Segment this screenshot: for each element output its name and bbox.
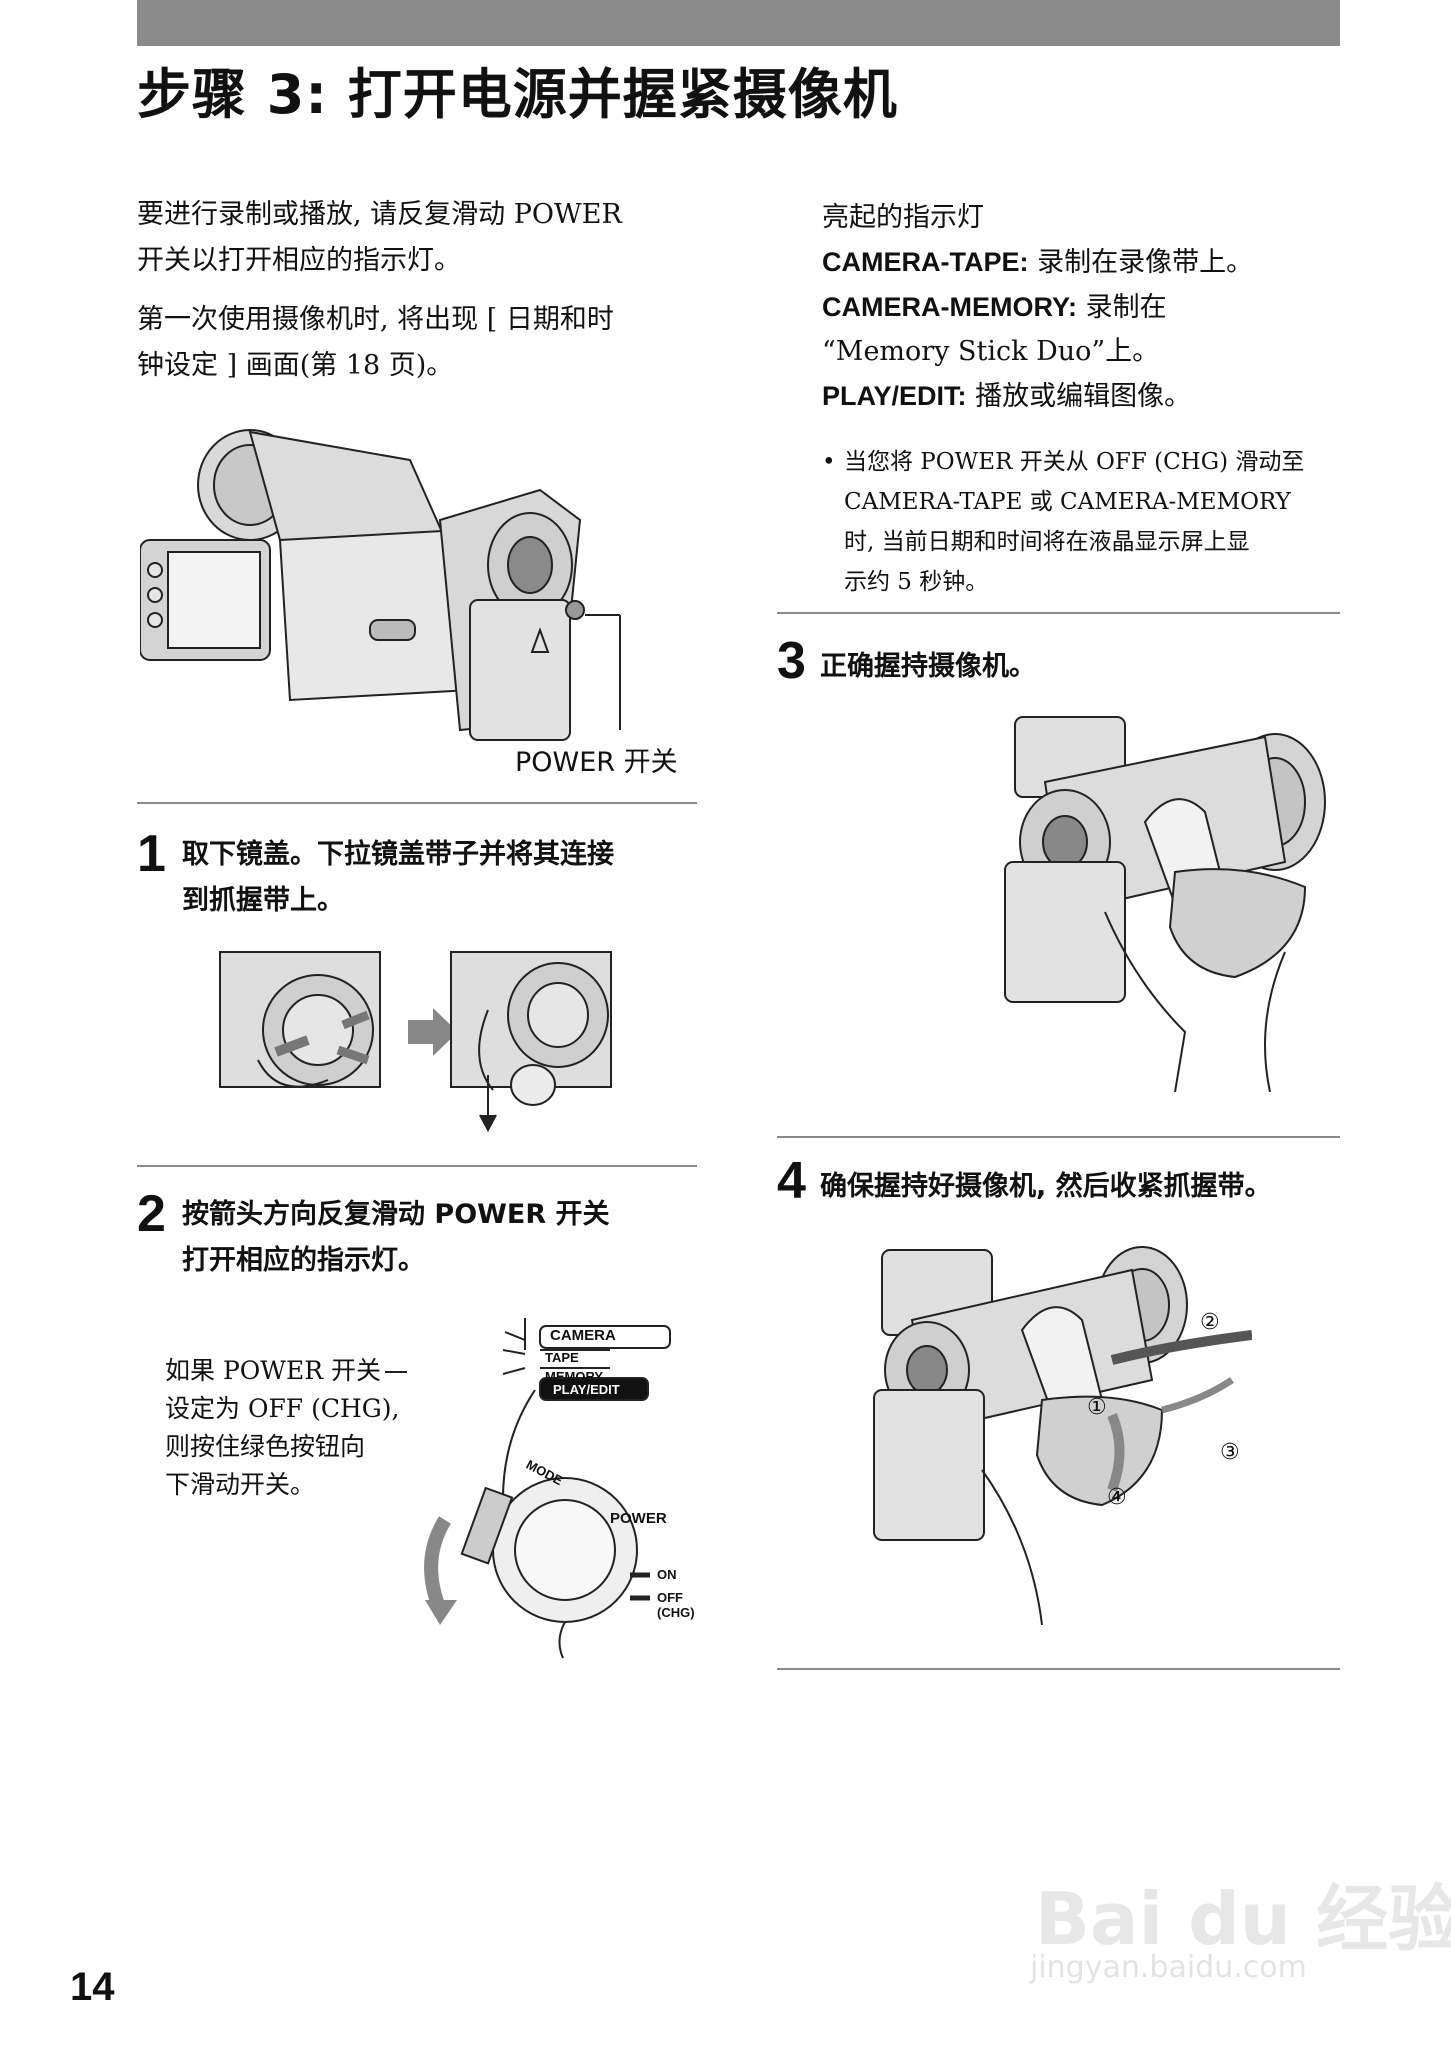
divider-step1 bbox=[137, 802, 697, 804]
lamp-tape-term: CAMERA-TAPE: bbox=[822, 247, 1029, 277]
bullet: • bbox=[822, 449, 836, 475]
power-switch-diagram: CAMERA TAPE MEMORY PLAY/EDIT MODE POWER … bbox=[385, 1310, 695, 1660]
lamp-note: • 当您将 POWER 开关从 OFF (CHG) 滑动至 CAMERA-TAP… bbox=[822, 442, 1342, 602]
step2-note-line4: 下滑动开关。 bbox=[165, 1470, 316, 1499]
switch-label-power: POWER bbox=[610, 1510, 667, 1527]
intro-p1-line1: 要进行录制或播放, 请反复滑动 POWER bbox=[137, 199, 622, 230]
holding-camera-illustration bbox=[985, 712, 1335, 1092]
lamp-descriptions: 亮起的指示灯 CAMERA-TAPE: 录制在录像带上。 CAMERA-MEMO… bbox=[822, 196, 1253, 419]
tighten-strap-illustration: ① ② ③ ④ bbox=[872, 1240, 1252, 1625]
lamp-note-line1: 当您将 POWER 开关从 OFF (CHG) 滑动至 bbox=[844, 449, 1305, 475]
lamp-note-line3: 时, 当前日期和时间将在液晶显示屏上显 bbox=[844, 529, 1250, 555]
page-number: 14 bbox=[70, 1965, 115, 2009]
lamp-memory-row: CAMERA-MEMORY: 录制在 bbox=[822, 285, 1253, 330]
marker-3: ③ bbox=[1220, 1440, 1240, 1465]
header-bar bbox=[137, 0, 1340, 46]
divider-step2 bbox=[137, 1165, 697, 1167]
step1-text: 取下镜盖。下拉镜盖带子并将其连接 到抓握带上。 bbox=[182, 832, 614, 924]
camcorder-illustration bbox=[140, 420, 660, 750]
intro-paragraph-1: 要进行录制或播放, 请反复滑动 POWER 开关以打开相应的指示灯。 bbox=[137, 192, 622, 284]
switch-label-off: OFF (CHG) bbox=[657, 1590, 695, 1620]
step2-note-line1: 如果 POWER 开关 bbox=[165, 1356, 381, 1385]
lamp-play-row: PLAY/EDIT: 播放或编辑图像。 bbox=[822, 374, 1253, 419]
step2-note-line2: 设定为 OFF (CHG), bbox=[165, 1394, 400, 1423]
lamp-tape-row: CAMERA-TAPE: 录制在录像带上。 bbox=[822, 240, 1253, 285]
step2-number: 2 bbox=[137, 1185, 166, 1243]
step2-note-line3: 则按住绿色按钮向 bbox=[165, 1432, 366, 1461]
switch-label-memory: MEMORY bbox=[545, 1369, 604, 1384]
watermark-logo: Bai du 经验 bbox=[1035, 1877, 1451, 1961]
step1-line2: 到抓握带上。 bbox=[182, 885, 344, 916]
intro-p1-line2: 开关以打开相应的指示灯。 bbox=[137, 245, 461, 276]
step1-number: 1 bbox=[137, 825, 166, 883]
switch-label-camera: CAMERA bbox=[550, 1327, 616, 1344]
lamp-note-line2: CAMERA-TAPE 或 CAMERA-MEMORY bbox=[844, 489, 1291, 515]
intro-p2-line1: 第一次使用摄像机时, 将出现 [ 日期和时 bbox=[137, 304, 614, 335]
marker-2: ② bbox=[1200, 1310, 1220, 1335]
step2-line1: 按箭头方向反复滑动 POWER 开关 bbox=[182, 1199, 610, 1230]
switch-label-tape: TAPE bbox=[545, 1350, 579, 1365]
lamp-play-desc: 播放或编辑图像。 bbox=[975, 381, 1192, 412]
lamp-memory-desc: 录制在 bbox=[1085, 292, 1167, 323]
lens-cap-illustration bbox=[218, 950, 618, 1135]
lamp-play-term: PLAY/EDIT: bbox=[822, 381, 967, 411]
step3-number: 3 bbox=[777, 632, 806, 690]
page-title: 步骤 3: 打开电源并握紧摄像机 bbox=[137, 63, 898, 126]
intro-paragraph-2: 第一次使用摄像机时, 将出现 [ 日期和时 钟设定 ] 画面(第 18 页)。 bbox=[137, 297, 614, 389]
step2-note: 如果 POWER 开关 设定为 OFF (CHG), 则按住绿色按钮向 下滑动开… bbox=[165, 1352, 399, 1504]
power-switch-caption: POWER 开关 bbox=[515, 747, 678, 778]
step1-line1: 取下镜盖。下拉镜盖带子并将其连接 bbox=[182, 839, 614, 870]
step2-line2: 打开相应的指示灯。 bbox=[182, 1245, 425, 1276]
lamp-tape-desc: 录制在录像带上。 bbox=[1037, 247, 1254, 278]
divider-bottom bbox=[777, 1668, 1340, 1670]
lamp-note-line4: 示约 5 秒钟。 bbox=[844, 569, 989, 595]
divider-step4 bbox=[777, 1136, 1340, 1138]
step4-number: 4 bbox=[777, 1152, 806, 1210]
lamp-heading: 亮起的指示灯 bbox=[822, 202, 984, 233]
step4-text: 确保握持好摄像机, 然后收紧抓握带。 bbox=[820, 1171, 1272, 1202]
step3-text: 正确握持摄像机。 bbox=[820, 651, 1036, 682]
watermark-url: jingyan.baidu.com bbox=[1030, 1950, 1307, 1985]
divider-step3 bbox=[777, 612, 1340, 614]
lamp-memory-term: CAMERA-MEMORY: bbox=[822, 292, 1077, 322]
marker-1: ① bbox=[1087, 1395, 1107, 1420]
switch-label-on: ON bbox=[657, 1567, 677, 1582]
marker-4: ④ bbox=[1107, 1485, 1127, 1510]
step2-text: 按箭头方向反复滑动 POWER 开关 打开相应的指示灯。 bbox=[182, 1192, 610, 1284]
switch-label-play-edit: PLAY/EDIT bbox=[553, 1382, 620, 1397]
lamp-memory-desc2: “Memory Stick Duo”上。 bbox=[822, 336, 1160, 367]
intro-p2-line2: 钟设定 ] 画面(第 18 页)。 bbox=[137, 350, 454, 381]
